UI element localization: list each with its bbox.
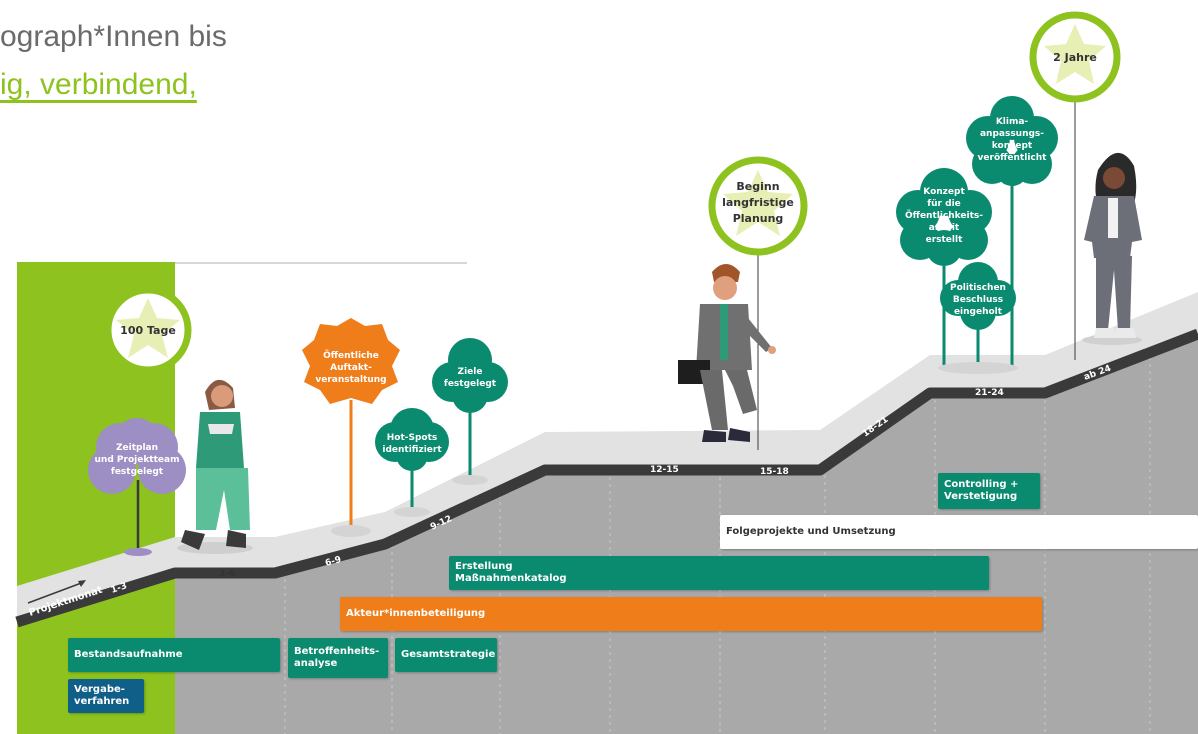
tree-hot-spots: Hot-Spots identifiziert xyxy=(375,408,449,517)
milestone-label-line-1: Beginn xyxy=(736,180,779,193)
tree-label-line-2: anpassungs- xyxy=(980,129,1044,139)
bar-label-line-2: Maßnahmenkatalog xyxy=(455,573,567,584)
person-figure-3 xyxy=(1082,152,1142,345)
bar-folgeprojekte-umsetzung: Folgeprojekte und Umsetzung xyxy=(720,515,1198,549)
bar-betroffenheitsanalyse: Betroffenheits- analyse xyxy=(288,638,388,678)
tree-ziele-festgelegt: Ziele festgelegt xyxy=(432,338,508,485)
star-icon xyxy=(723,170,793,236)
tree-label-line-1: Politischen xyxy=(950,283,1006,293)
bar-label-line-1: Betroffenheits- xyxy=(294,646,380,657)
tree-label-line-1: Öffentliche xyxy=(323,350,379,361)
tree-label-line-1: Hot-Spots xyxy=(387,433,438,443)
bar-label-line-2: verfahren xyxy=(74,696,130,707)
tree-oeffentliche-auftaktveranstaltung: Öffentliche Auftakt- veranstaltung xyxy=(302,318,400,537)
milestone-label-line-3: Planung xyxy=(733,212,784,225)
bar-label: Folgeprojekte und Umsetzung xyxy=(726,526,896,537)
road-surface xyxy=(17,292,1198,622)
tree-konzept-oeffentlichkeitsarbeit: Konzept für die Öffentlichkeits- arbeit … xyxy=(896,168,992,368)
milestone-2-jahre: 2 Jahre xyxy=(1029,11,1121,360)
period-label-2: 3-6 xyxy=(219,569,235,579)
bar-label: Bestandsaufnahme xyxy=(74,649,183,660)
axis-arrowhead xyxy=(78,580,86,587)
tree-label-line-1: Konzept xyxy=(923,187,965,197)
heading-line-2: ig, verbindend, xyxy=(0,68,197,101)
tree-label-line-3: veranstaltung xyxy=(315,375,386,385)
milestone-label: 2 Jahre xyxy=(1053,51,1097,64)
tree-label-line-2: festgelegt xyxy=(444,379,497,389)
period-label-3: 6-9 xyxy=(324,555,342,569)
bar-controlling-verstetigung: Controlling + Verstetigung xyxy=(938,473,1040,509)
bar-label-line-1: Vergabe- xyxy=(74,684,125,695)
bar-akteur-innenbeteiligung: Akteur*innenbeteiligung xyxy=(340,597,1042,631)
tree-label-line-2: und Projektteam xyxy=(95,455,180,465)
axis-arrow xyxy=(27,581,85,604)
bar-vergabeverfahren: Vergabe- verfahren xyxy=(68,679,144,713)
period-label-8: 21-24 xyxy=(975,388,1004,398)
period-label-6: 15-18 xyxy=(760,467,789,477)
tree-label-line-1: Ziele xyxy=(458,367,483,377)
bar-label-line-1: Controlling + xyxy=(944,479,1019,490)
panel-top-line xyxy=(175,262,467,264)
bar-label-line-2: analyse xyxy=(294,658,338,669)
bar-gesamtstrategie: Gesamtstrategie xyxy=(395,638,497,672)
tree-label-line-3: Öffentlichkeits- xyxy=(905,210,983,221)
tree-label-line-2: identifiziert xyxy=(382,445,442,455)
terrain xyxy=(175,334,1198,734)
star-icon xyxy=(1044,24,1106,84)
bar-label-line-1: Erstellung xyxy=(455,561,513,572)
bar-label: Gesamtstrategie xyxy=(401,649,496,660)
bar-bestandsaufnahme: Bestandsaufnahme xyxy=(68,638,280,672)
tree-label-line-1: Zeitplan xyxy=(116,443,158,453)
period-label-5: 12-15 xyxy=(650,465,679,475)
tree-label-line-4: veröffentlicht xyxy=(978,153,1048,163)
person-figure-1 xyxy=(177,379,253,554)
tree-label-line-2: für die xyxy=(927,199,961,209)
milestone-100-tage: 100 Tage xyxy=(104,286,192,374)
tree-politischen-beschluss: Politischen Beschluss eingeholt xyxy=(938,262,1018,374)
tree-zeitplan: Zeitplan und Projektteam festgelegt xyxy=(88,418,186,556)
tree-label-line-3: konzept xyxy=(992,141,1033,151)
star-icon xyxy=(116,298,180,358)
milestone-beginn: Beginn langfristige Planung xyxy=(708,156,808,450)
bar-erstellung-massnahmenkatalog: Erstellung Maßnahmenkatalog xyxy=(449,556,989,590)
tree-klimaanpassungskonzept: Klima- anpassungs- konzept veröffentlich… xyxy=(966,96,1058,368)
road-band xyxy=(15,328,1198,628)
tree-label-line-2: Beschluss xyxy=(953,295,1003,305)
milestone-label: 100 Tage xyxy=(120,324,176,337)
milestone-label-line-2: langfristige xyxy=(722,196,794,209)
tree-label-line-3: festgelegt xyxy=(111,467,164,477)
bar-label: Akteur*innenbeteiligung xyxy=(346,608,486,619)
person-figure-2 xyxy=(678,264,776,442)
tree-label-line-2: Auftakt- xyxy=(330,363,372,373)
tree-label-line-1: Klima- xyxy=(996,117,1029,127)
tree-label-line-3: eingeholt xyxy=(954,307,1003,317)
bar-label-line-2: Verstetigung xyxy=(944,491,1018,502)
heading-line-1: ograph*Innen bis xyxy=(0,20,227,53)
tree-label-line-4: arbeit xyxy=(929,223,960,233)
tree-label-line-5: erstellt xyxy=(926,235,963,245)
period-label-1: 1-3 xyxy=(110,581,129,596)
